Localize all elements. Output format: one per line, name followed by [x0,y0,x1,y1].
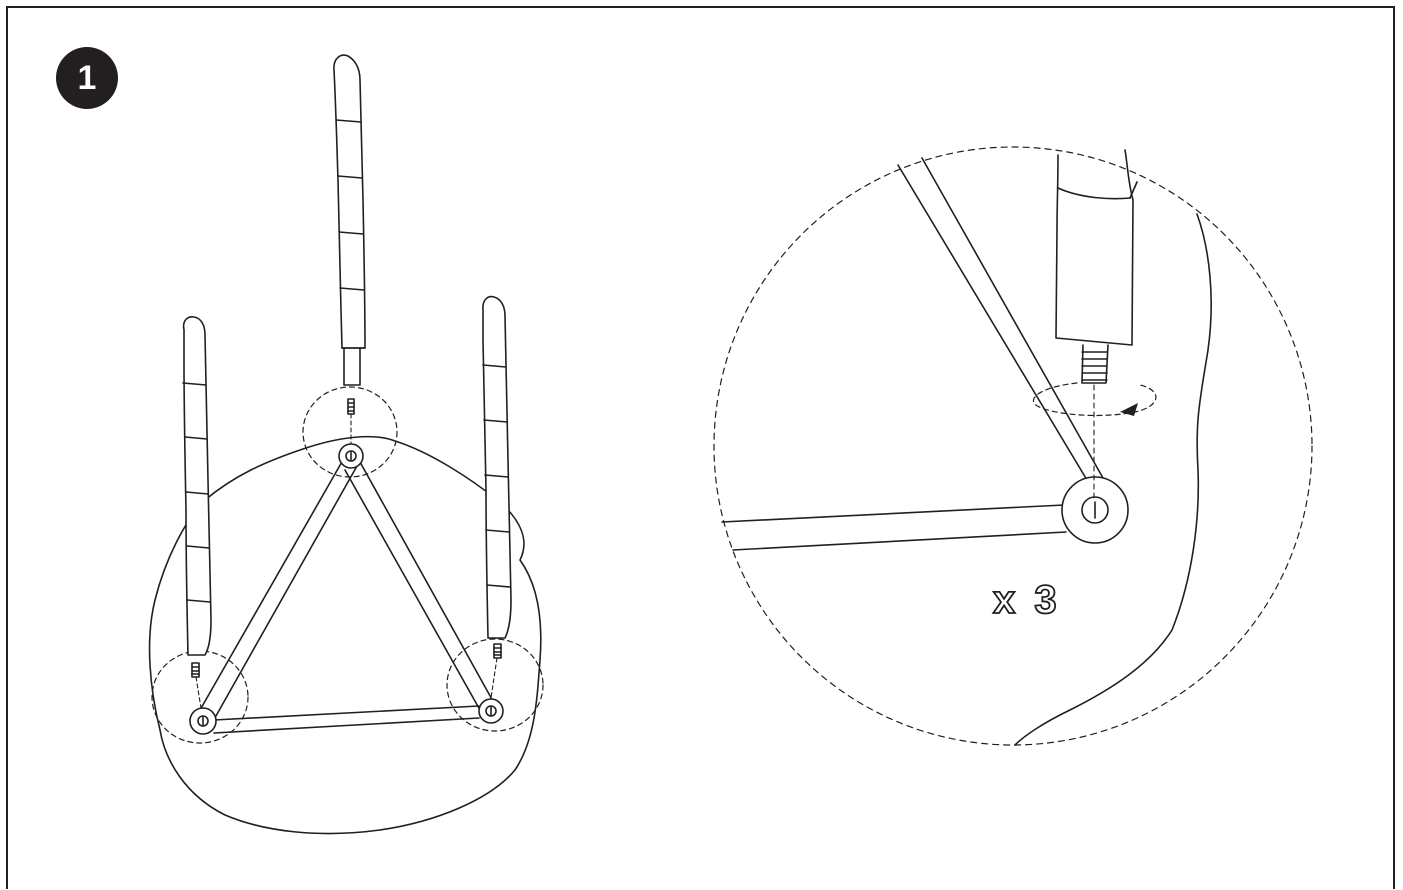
detail-zoom-view [713,146,1313,746]
mounting-hub-left [189,707,217,735]
detail-seat-edge [1014,213,1212,746]
mounting-hub-top [338,443,364,469]
detail-threaded-screw [1081,344,1109,384]
step-number: 1 [77,58,97,97]
bamboo-leg-right [482,295,512,699]
detail-magnifier-circle [713,146,1313,746]
quantity-label: x 3 [992,577,1061,623]
bamboo-leg-center [333,54,366,445]
bamboo-leg-left [182,316,212,709]
rotation-arrow-icon [1032,382,1157,417]
diagram-frame [6,6,1395,889]
detail-leg-end [1055,149,1134,346]
step-number-badge: 1 [56,47,118,109]
triangle-frame [195,459,495,734]
mounting-hub-right [478,698,504,724]
